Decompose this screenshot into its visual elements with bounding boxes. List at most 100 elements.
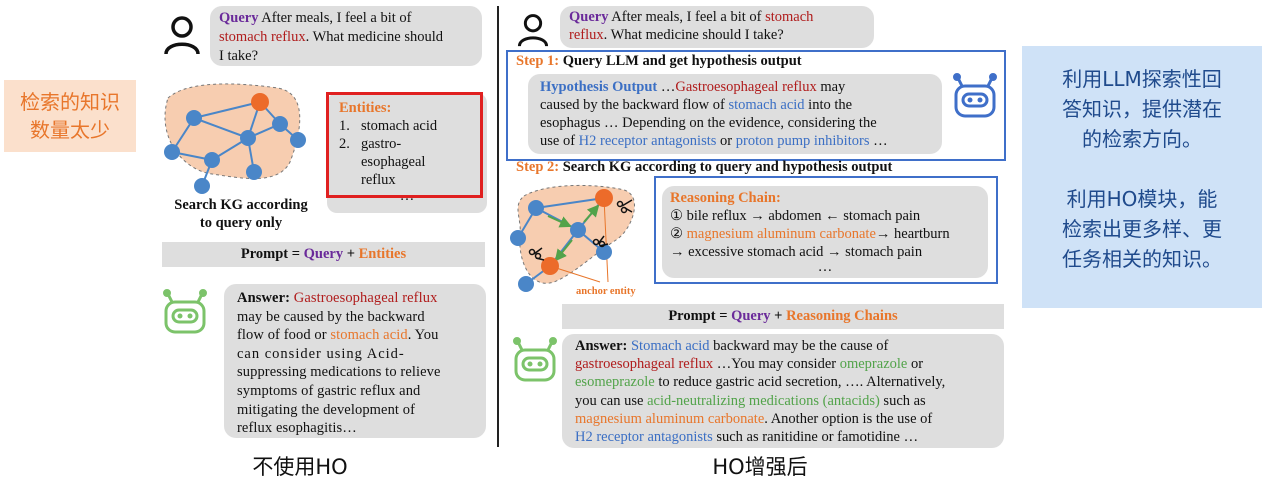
left-kg-caption-l2: to query only	[199, 215, 283, 231]
ho-l4-pre: use of	[540, 133, 579, 149]
step1-box	[506, 50, 1006, 161]
ho-label: Hypothesis Output	[540, 79, 658, 95]
left-prompt-entities: Entities	[358, 246, 407, 262]
entity-2-l3: reflux	[361, 172, 396, 188]
left-note-line2: 数量太少	[30, 118, 110, 142]
user-icon	[164, 16, 200, 55]
kg-node	[246, 164, 262, 180]
robot-icon	[163, 289, 207, 334]
step2-text: Search KG according to query and hypothe…	[559, 159, 893, 175]
left-answer-l3-post: . You	[407, 327, 439, 344]
left-query-line3: I take?	[219, 48, 259, 64]
left-query-bubble: Query After meals, I feel a bit of stoma…	[210, 6, 482, 66]
entity-2-l1: gastro-	[361, 136, 402, 152]
right-prompt-bar: Prompt = Query + Reasoning Chains	[562, 304, 1004, 329]
right-caption: HO增强后	[712, 455, 808, 479]
left-prompt-pre: Prompt =	[240, 246, 304, 262]
user-icon	[517, 14, 549, 47]
right-query-red: stomach	[765, 9, 814, 25]
robot-icon	[513, 337, 557, 382]
rc-title: Reasoning Chain:	[670, 190, 781, 206]
step1-text: Query LLM and get hypothesis output	[559, 53, 802, 69]
rc-more: …	[817, 259, 833, 275]
kg-node	[518, 276, 534, 292]
left-answer-l5: suppressing medications to relieve	[237, 364, 441, 381]
left-answer-label: Answer:	[237, 290, 291, 306]
rc-l3: → excessive stomach acid → stomach pain	[670, 244, 923, 260]
ho-l4-post: …	[869, 133, 888, 149]
ans-l2-red: gastroesophageal reflux	[575, 356, 714, 373]
left-kg-caption-l1: Search KG according	[174, 197, 308, 213]
kg-node	[510, 230, 526, 246]
anchor-entity-label: anchor entity	[576, 286, 636, 297]
panel-divider	[497, 6, 499, 447]
entities-title: Entities:	[339, 100, 392, 116]
kg-anchor-node	[541, 257, 559, 275]
left-answer-l4: can consider using Acid-	[237, 345, 405, 362]
left-answer-l8: reflux esophagitis…	[237, 420, 357, 437]
left-query-post: . What medicine should	[305, 29, 444, 45]
right-query-red2: reflux	[569, 26, 604, 43]
right-note-p1-l2: 答知识，提供潜在	[1062, 97, 1222, 121]
scissors-icon	[616, 199, 633, 214]
kg-node	[204, 152, 220, 168]
left-kg-caption: Search KG according to query only	[158, 196, 324, 232]
right-prompt-plus: +	[770, 308, 787, 324]
left-answer-l3-orange: stomach acid	[330, 327, 408, 344]
ho-l4-blue2: proton pump inhibitors	[735, 133, 870, 149]
right-note-p2-l3: 任务相关的知识。	[1062, 247, 1222, 271]
right-answer-label: Answer:	[575, 338, 628, 354]
left-answer-l6: symptoms of gastric reflux and	[237, 382, 421, 399]
ho-l2-post: into the	[804, 97, 853, 113]
ans-l2-mid: …You may consider	[713, 356, 840, 373]
kg-node	[272, 116, 288, 132]
left-note: 检索的知识 数量太少	[4, 80, 136, 152]
right-query-bubble: Query After meals, I feel a bit of stoma…	[560, 6, 874, 48]
kg-node	[570, 222, 586, 238]
step2-title: Step 2: Search KG according to query and…	[516, 159, 892, 176]
ho-l1-post: may	[816, 79, 846, 95]
right-prompt-pre: Prompt =	[668, 308, 732, 324]
left-kg-graph	[164, 83, 306, 194]
right-prompt-query: Query	[731, 308, 771, 324]
entities-highlight-border	[326, 92, 483, 198]
right-query-post: . What medicine should I take?	[603, 26, 784, 43]
kg-node	[596, 244, 612, 260]
right-answer-bubble: Answer: Stomach acid backward may be the…	[562, 334, 1004, 448]
ans-l4-pre: you can use	[575, 392, 648, 409]
right-query-pre: After meals, I feel a bit of	[608, 9, 766, 25]
ans-l3-green: esomeprazole	[575, 374, 655, 391]
ho-l4-mid: or	[716, 133, 736, 149]
kg-node	[164, 144, 180, 160]
entity-1: stomach acid	[361, 118, 438, 134]
ans-l2-post: or	[907, 356, 924, 373]
left-answer-l3-pre: flow of food or	[237, 327, 331, 344]
scissors-icon	[528, 247, 545, 261]
scissors-icon	[592, 235, 609, 248]
ans-l5-orange: magnesium aluminum carbonate	[575, 410, 765, 427]
reasoning-chain-box	[654, 176, 998, 284]
rc-l2-post: → heartburn	[875, 226, 950, 242]
right-kg-graph	[510, 184, 635, 292]
step2-label: Step 2:	[516, 159, 560, 175]
left-answer-bubble: Answer: Gastroesophageal reflux may be c…	[224, 284, 486, 438]
kg-node	[240, 130, 256, 146]
left-prompt-plus: +	[343, 246, 359, 262]
ho-l1-pre: …	[657, 79, 676, 95]
ans-l3-post: to reduce gastric acid secretion, …. Alt…	[654, 374, 946, 391]
ans-l5-post: . Another option is the use of	[764, 410, 933, 427]
kg-node	[186, 110, 202, 126]
ho-l1-red: Gastroesophageal reflux	[675, 79, 817, 95]
left-note-line1: 检索的知识	[20, 90, 120, 114]
rc-l2-orange: magnesium aluminum carbonate	[686, 226, 876, 242]
right-note-p1-l3: 的检索方向。	[1082, 127, 1202, 151]
right-note-p2-l2: 检索出更多样、更	[1062, 217, 1222, 241]
right-note-p2-l1: 利用HO模块，能	[1066, 187, 1218, 211]
ans-l1-blue: Stomach acid	[630, 338, 710, 354]
right-note-p1-l1: 利用LLM探索性回	[1062, 67, 1222, 91]
left-answer-red: Gastroesophageal reflux	[293, 290, 438, 306]
left-query-pre: After meals, I feel a bit of	[258, 10, 412, 26]
ans-l4-post: such as	[879, 392, 926, 409]
left-answer-l7: mitigating the development of	[237, 401, 416, 418]
ans-l6-post: such as ranitidine or famotidine …	[712, 429, 919, 446]
